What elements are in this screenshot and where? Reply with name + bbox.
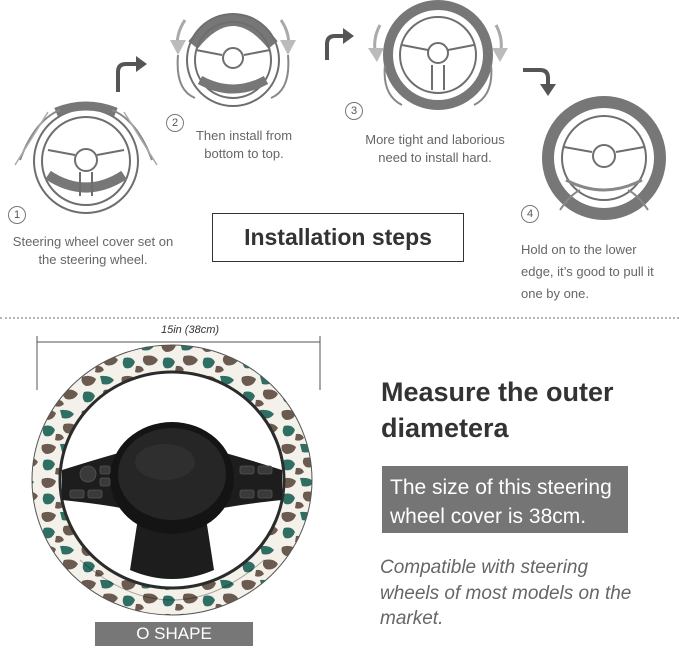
step1-wheel-illustration — [14, 101, 158, 214]
step-number-3: 3 — [345, 102, 363, 120]
compatibility-note: Compatible with steering wheels of most … — [380, 557, 632, 629]
section-divider — [0, 317, 679, 319]
step3-wheel-illustration — [368, 0, 508, 110]
shape-label: O SHAPE — [95, 622, 253, 646]
measure-heading: Measure the outer diametera — [381, 377, 614, 443]
dimension-label: 15in (38cm) — [160, 324, 220, 336]
step-2-caption: Then install from bottom to top. — [195, 128, 293, 161]
size-note-box: The size of this steering wheel cover is… — [382, 466, 628, 533]
step-3-caption: More tight and laborious need to install… — [365, 132, 505, 165]
installation-steps-title: Installation steps — [212, 213, 464, 262]
dimension-line — [36, 336, 321, 390]
step-4-caption: Hold on to the lower edge, it’s good to … — [521, 242, 654, 301]
step-number-1: 1 — [8, 206, 26, 224]
step2-wheel-illustration — [170, 13, 296, 107]
arrow-icon — [325, 34, 345, 60]
step-1-caption: Steering wheel cover set on the steering… — [12, 234, 174, 267]
step4-wheel-illustration — [542, 96, 666, 220]
step-number-4: 4 — [521, 205, 539, 223]
step-number-2: 2 — [166, 114, 184, 132]
arrow-icon — [116, 62, 138, 92]
arrow-icon — [523, 68, 550, 86]
